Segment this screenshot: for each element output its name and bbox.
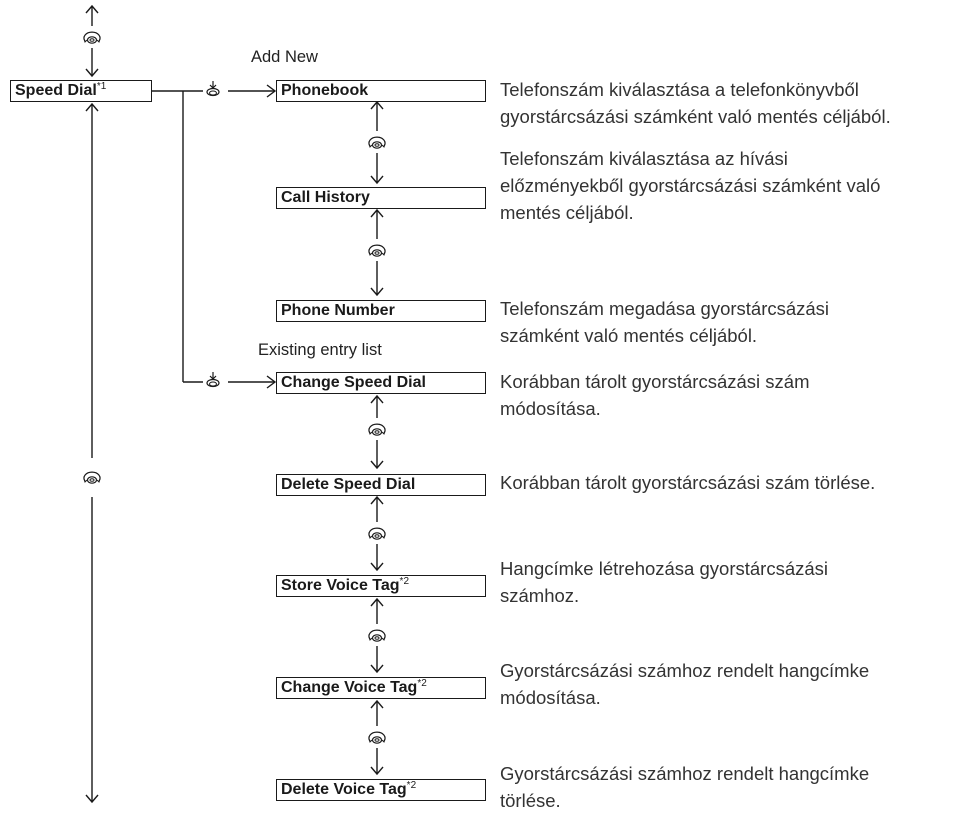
menu-item-label: Change Voice Tag [281,679,418,696]
menu-item-description: Gyorstárcsázási számhoz rendelt hangcímk… [500,657,957,711]
description-line: előzményekből gyorstárcsázási számként v… [500,175,881,196]
rotate-dial-icon [368,731,386,744]
up-arrow [370,394,384,404]
menu-item-label: Delete Voice Tag [281,781,407,798]
menu-item-label: Change Speed Dial [281,374,426,391]
menu-item-call-history[interactable]: Call History [276,187,486,209]
menu-item-description: Korábban tárolt gyorstárcsázási szám módo… [500,368,957,422]
group-label-add-new: Add New [251,48,318,66]
down-arrow [370,175,384,185]
menu-item-label: Speed Dial [15,82,97,99]
menu-item-label: Phone Number [281,302,395,319]
footnote-mark: *2 [417,678,427,689]
description-line: gyorstárcsázási számként való mentés cél… [500,106,891,127]
menu-item-label: Phonebook [281,82,369,99]
rotate-dial-icon [368,423,386,436]
menu-item-speed-dial[interactable]: Speed Dial*1 [10,80,152,102]
down-arrow [85,68,99,78]
rotate-dial-icon [368,136,386,149]
down-arrow [370,664,384,674]
down-arrow [85,794,99,804]
right-arrow [266,375,277,389]
rotate-dial-icon [368,244,386,257]
menu-item-delete-voice-tag[interactable]: Delete Voice Tag*2 [276,779,486,801]
up-arrow [370,495,384,505]
description-line: Gyorstárcsázási számhoz rendelt hangcímk… [500,763,870,784]
description-line: módosítása. [500,398,601,419]
description-line: Korábban tárolt gyorstárcsázási szám [500,371,810,392]
footnote-mark: *2 [406,780,417,791]
press-knob-icon [206,371,220,388]
down-arrow [370,766,384,776]
down-arrow [370,287,384,297]
up-arrow [370,208,384,218]
down-arrow [370,460,384,470]
menu-item-description: Hangcímke létrehozása gyorstárcsázási szá… [500,555,957,609]
rotate-dial-icon [368,629,386,642]
menu-item-description: Telefonszám kiválasztása az hívási előzmé… [500,145,957,226]
description-line: számként való mentés céljából. [500,325,758,346]
description-line: módosítása. [500,687,601,708]
right-arrow [266,84,277,98]
menu-item-description: Gyorstárcsázási számhoz rendelt hangcímk… [500,760,957,814]
menu-item-label: Delete Speed Dial [281,476,416,493]
menu-item-change-voice-tag[interactable]: Change Voice Tag*2 [276,677,486,699]
up-arrow [85,4,99,14]
rotate-dial-icon [368,527,386,540]
rotate-dial-icon [83,471,101,484]
menu-item-description: Telefonszám megadása gyorstárcsázási szám… [500,295,957,349]
description-line: Telefonszám kiválasztása az hívási [500,148,788,169]
menu-item-label: Call History [281,189,370,206]
up-arrow [370,100,384,110]
rotate-dial-icon [83,31,101,44]
menu-item-phone-number[interactable]: Phone Number [276,300,486,322]
menu-item-phonebook[interactable]: Phonebook [276,80,486,102]
press-knob-icon [206,80,220,97]
description-line: mentés céljából. [500,202,634,223]
up-arrow [370,597,384,607]
description-line: Telefonszám kiválasztása a telefonkönyvb… [500,79,859,100]
description-line: Telefonszám megadása gyorstárcsázási [500,298,830,319]
description-line: Gyorstárcsázási számhoz rendelt hangcímk… [500,660,870,681]
menu-item-delete-speed-dial[interactable]: Delete Speed Dial [276,474,486,496]
group-label-existing: Existing entry list [258,341,382,359]
footnote-mark: *1 [96,81,107,92]
footnote-mark: *2 [399,576,409,587]
description-line: Korábban tárolt gyorstárcsázási szám tör… [500,472,876,493]
description-line: számhoz. [500,585,580,606]
down-arrow [370,562,384,572]
description-line: törlése. [500,790,561,811]
menu-item-change-speed-dial[interactable]: Change Speed Dial [276,372,486,394]
description-line: Hangcímke létrehozása gyorstárcsázási [500,558,829,579]
menu-item-description: Telefonszám kiválasztása a telefonkönyvb… [500,76,957,130]
menu-item-store-voice-tag[interactable]: Store Voice Tag*2 [276,575,486,597]
menu-item-label: Store Voice Tag [281,577,400,594]
up-arrow [370,699,384,709]
menu-item-description: Korábban tárolt gyorstárcsázási szám tör… [500,469,957,496]
up-arrow [85,102,99,112]
